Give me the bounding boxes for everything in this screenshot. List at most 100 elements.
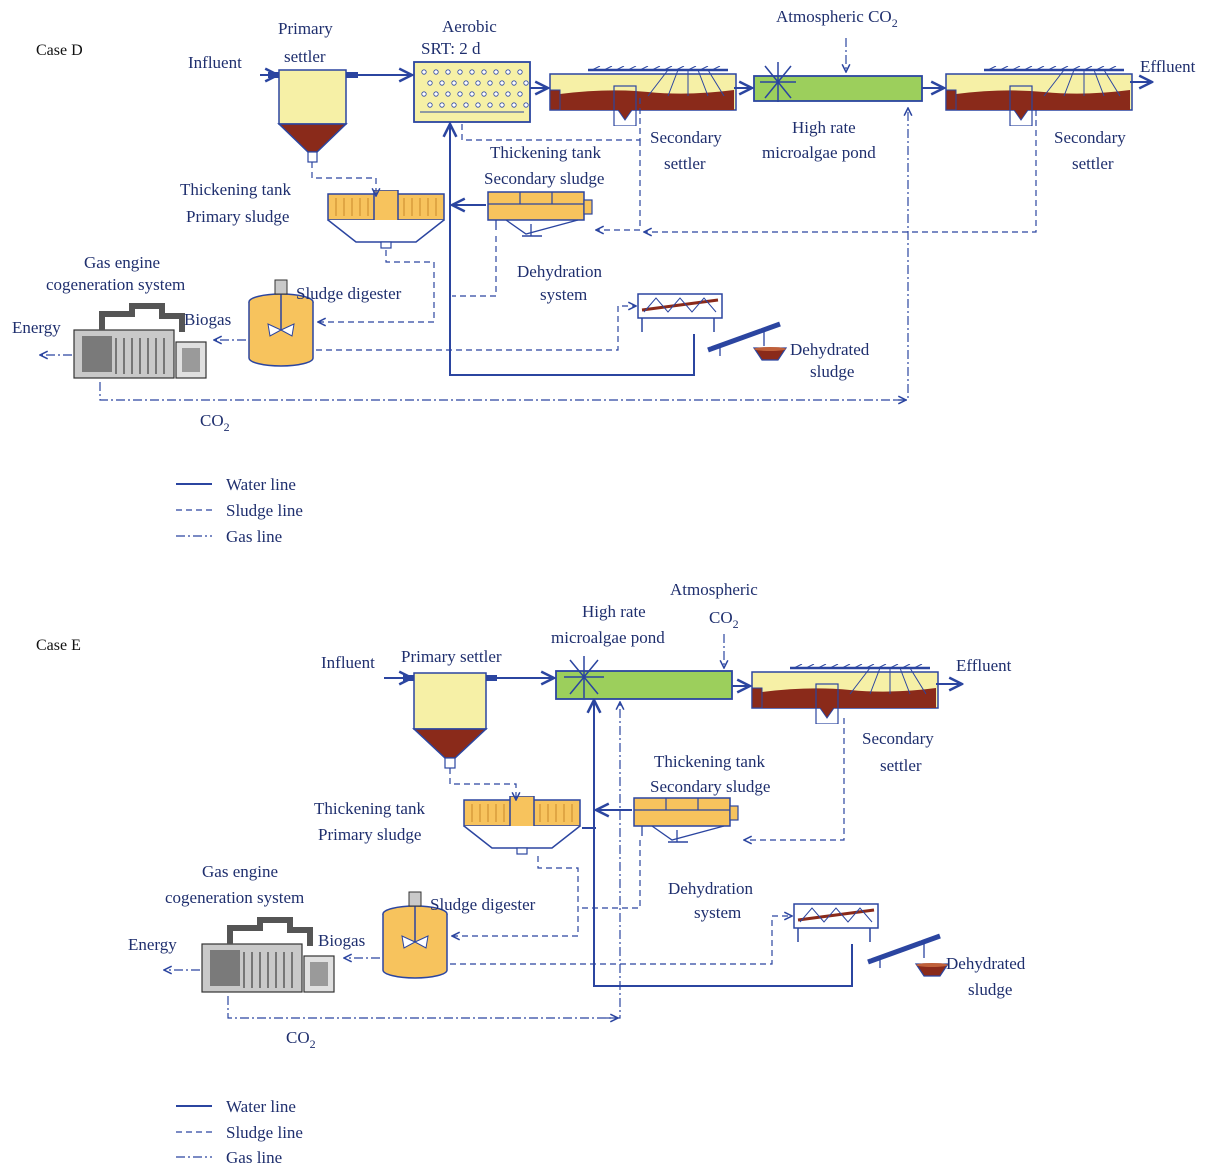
case-d-sludge-thick2-to-digester	[452, 236, 497, 297]
case-e-atmospheric-co2: CO2	[709, 608, 739, 631]
case-d: Case D Influent Primary settler Aerobic …	[12, 7, 1196, 546]
case-e-sludge-to-digester	[452, 856, 579, 936]
case-e-atmospheric-label: Atmospheric	[670, 580, 758, 599]
case-d-sludge-to-thickener-2	[596, 140, 641, 230]
aeration-bubble	[457, 69, 463, 75]
case-d-sludge-to-digester	[318, 250, 435, 322]
case-e-dehydrated-label-1: Dehydrated	[946, 954, 1026, 973]
aeration-bubble	[505, 69, 511, 75]
case-d-srt-label: SRT: 2 d	[421, 39, 481, 58]
case-e-gas-engine-label-1: Gas engine	[202, 862, 278, 881]
aeration-bubble	[445, 69, 451, 75]
case-e-sludge-digester-label: Sludge digester	[430, 895, 536, 914]
case-d-sludge-primary-to-thickener	[311, 162, 376, 196]
case-e-dehydrated-hopper	[915, 962, 949, 977]
aeration-bubble	[433, 91, 439, 97]
case-d-secondary-settler-2-label-1: Secondary	[1054, 128, 1126, 147]
case-d-aerobic-label: Aerobic	[442, 17, 497, 36]
legend-e-sludge-label: Sludge line	[226, 1123, 303, 1142]
case-e-effluent-label: Effluent	[956, 656, 1012, 675]
aeration-bubble	[487, 80, 493, 86]
case-d-thickening-primary-label-1: Thickening tank	[180, 180, 291, 199]
aeration-bubble	[523, 80, 529, 86]
case-e: Case E Influent Primary settler High rat…	[36, 580, 1026, 1167]
aeration-bubble	[511, 80, 517, 86]
case-e-thickening-primary-label-2: Primary sludge	[318, 825, 421, 844]
case-e-thickening-secondary-label-1: Thickening tank	[654, 752, 765, 771]
case-e-water-return	[594, 700, 853, 987]
aeration-bubble	[481, 91, 487, 97]
case-d-microalgae-pond	[753, 62, 923, 102]
case-e-microalgae-pond	[555, 656, 733, 700]
case-d-aerobic-reactor	[413, 61, 531, 123]
case-e-title: Case E	[36, 637, 81, 654]
legend-e-gas-label: Gas line	[226, 1148, 282, 1167]
legend-d-sludge-label: Sludge line	[226, 501, 303, 520]
case-d-dehydration-label-1: Dehydration	[517, 262, 602, 281]
case-d-secondary-settler-1-label-2: settler	[664, 154, 706, 173]
case-e-conveyor	[868, 933, 940, 968]
case-e-thickening-primary-label-1: Thickening tank	[314, 799, 425, 818]
case-d-pond-label-1: High rate	[792, 118, 856, 137]
case-d-primary-thickener	[327, 190, 445, 249]
aeration-bubble	[421, 69, 427, 75]
case-e-primary-settler	[403, 672, 497, 769]
aeration-bubble	[493, 91, 499, 97]
case-d-energy-label: Energy	[12, 318, 61, 337]
case-e-dehydration-label-2: system	[694, 903, 741, 922]
case-d-dehydrated-label-1: Dehydrated	[790, 340, 870, 359]
case-e-secondary-settler-label-2: settler	[880, 756, 922, 775]
aeration-bubble	[517, 91, 523, 97]
aeration-bubble	[463, 102, 469, 108]
case-d-dehydration-system	[636, 292, 724, 334]
case-e-secondary-settler-label-1: Secondary	[862, 729, 934, 748]
case-e-dehydration-label-1: Dehydration	[668, 879, 753, 898]
aeration-bubble	[427, 80, 433, 86]
case-e-sludge-settler-to-thickener	[744, 718, 845, 840]
case-d-secondary-settler-2	[944, 66, 1134, 126]
case-e-sludge-to-dehydration	[450, 916, 792, 965]
case-d-secondary-settler-1-label-1: Secondary	[650, 128, 722, 147]
case-d-sludge-to-dehydration	[316, 306, 636, 351]
case-e-dehydrated-label-2: sludge	[968, 980, 1012, 999]
case-e-energy-label: Energy	[128, 935, 177, 954]
aeration-bubble	[421, 91, 427, 97]
aeration-bubble	[463, 80, 469, 86]
aeration-bubble	[439, 80, 445, 86]
aeration-bubble	[451, 80, 457, 86]
aeration-bubble	[511, 102, 517, 108]
aeration-bubble	[505, 91, 511, 97]
case-e-biogas-label: Biogas	[318, 931, 365, 950]
legend-d-water-label: Water line	[226, 475, 296, 494]
case-d-secondary-thickener	[487, 191, 593, 237]
aeration-bubble	[475, 80, 481, 86]
case-d-gas-engine-label-2: cogeneration system	[46, 275, 185, 294]
case-d-co2-line	[99, 108, 908, 401]
case-e-dehydration-system	[792, 902, 880, 944]
case-e-thickening-secondary-label-2: Secondary sludge	[650, 777, 770, 796]
aeration-bubble	[451, 102, 457, 108]
case-d-thickening-secondary-label-2: Secondary sludge	[484, 169, 604, 188]
aeration-bubble	[487, 102, 493, 108]
case-d-atmospheric-label: Atmospheric CO2	[776, 7, 898, 30]
aeration-bubble	[523, 102, 529, 108]
case-d-primary-settler-label-1: Primary	[278, 19, 333, 38]
case-e-influent-label: Influent	[321, 653, 375, 672]
legend-e-water-label: Water line	[226, 1097, 296, 1116]
case-d-primary-settler-label-2: settler	[284, 47, 326, 66]
case-d-dehydrated-label-2: sludge	[810, 362, 854, 381]
case-d-thickening-secondary-label-1: Thickening tank	[490, 143, 601, 162]
aeration-bubble	[457, 91, 463, 97]
case-d-sludge-from-settler-2	[644, 110, 1037, 232]
case-d-sludge-recycle	[461, 98, 641, 141]
case-e-secondary-settler	[750, 664, 940, 724]
aeration-bubble	[433, 69, 439, 75]
case-d-secondary-settler-2-label-2: settler	[1072, 154, 1114, 173]
aeration-bubble	[469, 91, 475, 97]
case-d-title: Case D	[36, 42, 83, 59]
case-d-co2-label: CO2	[200, 411, 230, 434]
case-d-legend: Water line Sludge line Gas line	[176, 475, 303, 546]
aeration-bubble	[499, 80, 505, 86]
aeration-bubble	[427, 102, 433, 108]
